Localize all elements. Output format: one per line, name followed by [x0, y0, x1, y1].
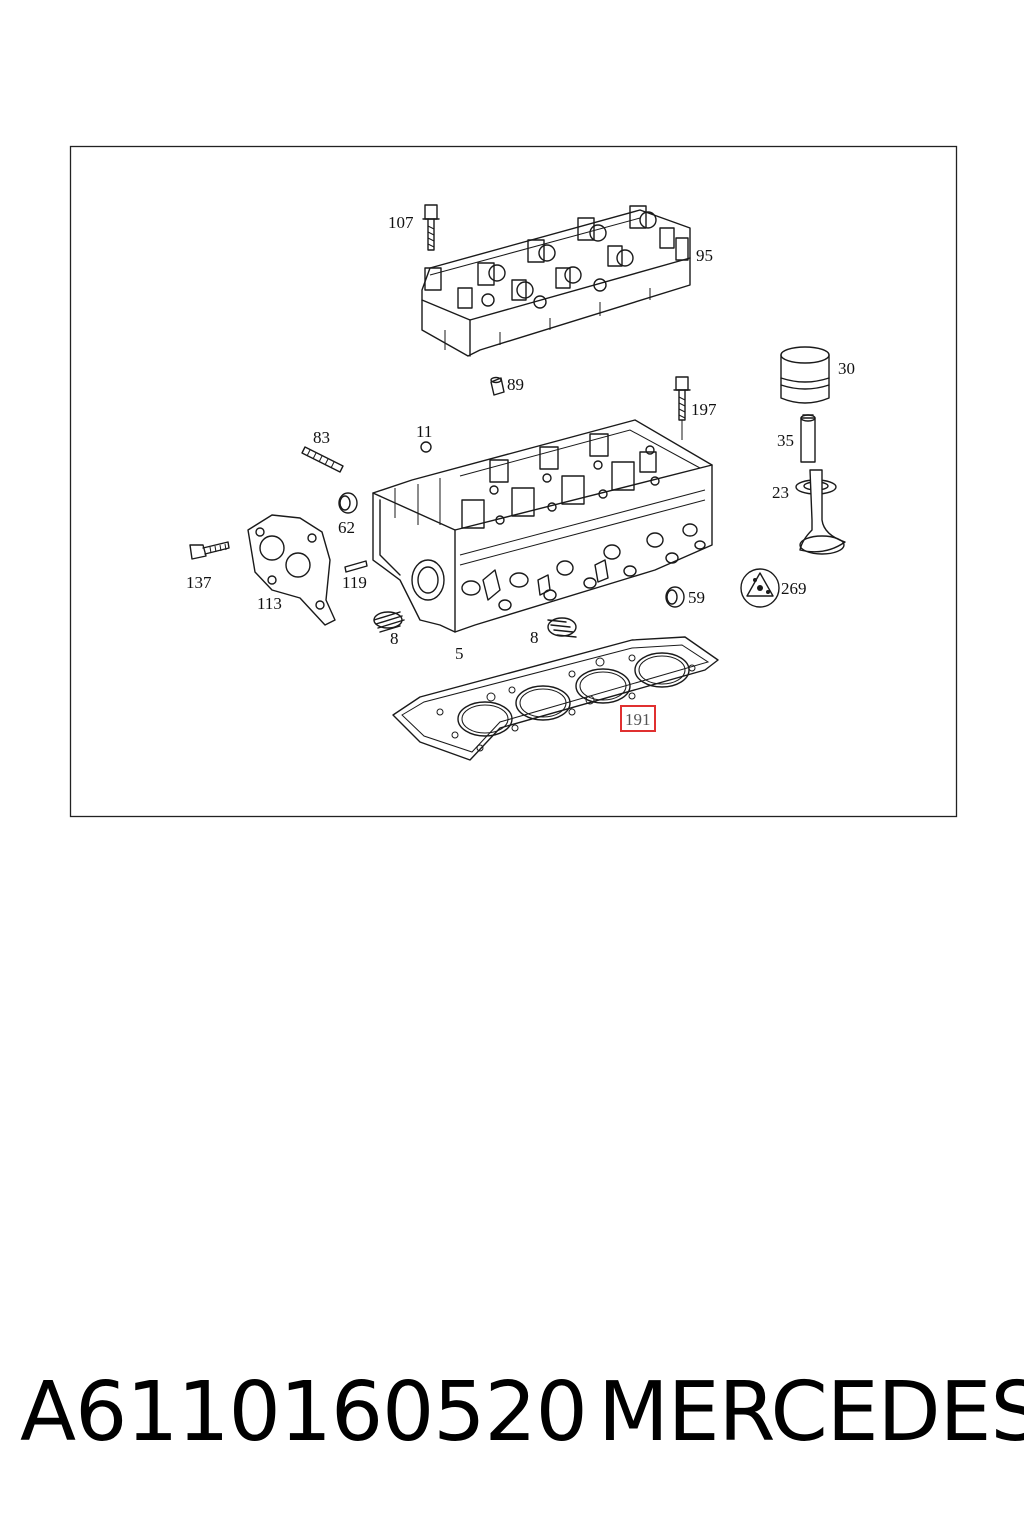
bushing-89: [490, 376, 505, 396]
callout-35: 35: [777, 431, 794, 450]
bolt-197: [673, 376, 691, 440]
callout-11: 11: [416, 422, 432, 441]
callout-8-left: 8: [390, 629, 399, 648]
plug-59: [665, 586, 685, 608]
ring-11: [420, 441, 432, 453]
callout-23: 23: [772, 483, 789, 502]
spring-8-right: [547, 617, 577, 638]
callout-197: 197: [691, 400, 717, 419]
part-number: A6110160520: [20, 1365, 588, 1460]
callout-269: 269: [781, 579, 807, 598]
bolt-137: [189, 541, 230, 560]
plug-62: [338, 492, 358, 514]
callout-119: 119: [342, 573, 367, 592]
callout-83: 83: [313, 428, 330, 447]
highlight-box-191: [620, 705, 656, 732]
brand-name: MERCEDES: [598, 1365, 1024, 1460]
bolt-107: [422, 204, 440, 251]
callout-95: 95: [696, 246, 713, 265]
tappet-30: [780, 346, 830, 404]
cap-269: [740, 568, 780, 608]
callout-30: 30: [838, 359, 855, 378]
callout-59: 59: [688, 588, 705, 607]
callout-191: 191: [625, 710, 651, 729]
cover-plate-113: [247, 514, 336, 626]
cylinder-head: [372, 419, 713, 633]
callout-5: 5: [455, 644, 464, 663]
callout-137: 137: [186, 573, 212, 592]
diagram-frame: [69, 145, 958, 818]
valve-23: [795, 469, 846, 555]
valve-guide-35: [800, 414, 816, 463]
stud-83: [301, 446, 344, 473]
callout-62: 62: [338, 518, 355, 537]
pin-119: [344, 560, 368, 573]
callout-89: 89: [507, 375, 524, 394]
cylinder-head-gasket: [392, 636, 719, 761]
callout-107: 107: [388, 213, 414, 232]
callout-113: 113: [257, 594, 282, 613]
spring-8-left: [373, 611, 405, 633]
camshaft-bearing-bridge: [421, 205, 691, 357]
callout-8-right: 8: [530, 628, 539, 647]
